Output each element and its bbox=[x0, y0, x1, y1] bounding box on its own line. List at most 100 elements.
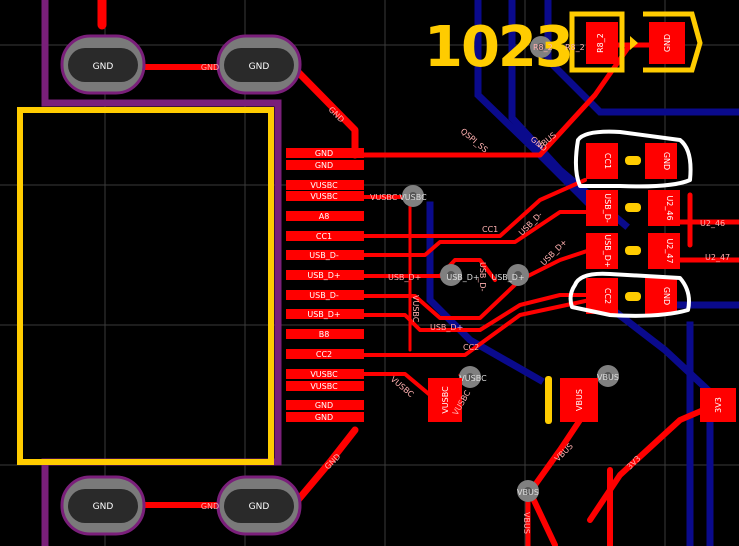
connector-pin[interactable]: VUSBC bbox=[286, 381, 364, 391]
svg-text:GND: GND bbox=[201, 63, 219, 72]
connector-pin-label: VUSBC bbox=[310, 181, 338, 190]
svg-text:U2_46: U2_46 bbox=[700, 219, 725, 228]
svg-text:U2_47: U2_47 bbox=[705, 253, 730, 262]
connector-pin-label: B8 bbox=[319, 330, 330, 339]
pad-label: 3V3 bbox=[714, 397, 723, 413]
smd-pad[interactable]: R8_2 bbox=[586, 22, 618, 64]
via[interactable]: VUSBC bbox=[399, 185, 427, 207]
connector-pin-pad[interactable] bbox=[286, 180, 364, 190]
connector-pin-pad[interactable] bbox=[286, 381, 364, 391]
mounting-pad[interactable]: GND bbox=[216, 34, 302, 95]
connector-pin[interactable]: CC1 bbox=[286, 231, 364, 241]
svg-text:R8_2: R8_2 bbox=[565, 43, 585, 52]
via-label: USB_D+ bbox=[491, 273, 524, 282]
connector-pin-pad[interactable] bbox=[286, 369, 364, 379]
via[interactable] bbox=[440, 264, 462, 286]
mounting-pad[interactable]: GND bbox=[60, 475, 146, 536]
connector-pin[interactable]: GND bbox=[286, 412, 364, 422]
board-title: 1023 bbox=[424, 15, 572, 80]
via-label: VUSBC bbox=[459, 374, 487, 383]
connector-pin-pad[interactable] bbox=[286, 329, 364, 339]
connector-pin[interactable]: VUSBC bbox=[286, 191, 364, 201]
smd-pad[interactable]: GND bbox=[649, 22, 685, 64]
smd-pad[interactable]: USB_D+ bbox=[586, 233, 618, 269]
connector-pin[interactable]: VUSBC bbox=[286, 180, 364, 190]
trace-labels: GND GND GND GND VUSBC CC1 CC2 USB_D+ USB… bbox=[201, 43, 730, 534]
pad-label: U2_47 bbox=[665, 238, 674, 263]
pad-label: GND bbox=[662, 287, 671, 305]
connector-pin-pad[interactable] bbox=[286, 349, 364, 359]
via[interactable]: VBUS bbox=[597, 365, 619, 387]
mounting-pad[interactable]: GND bbox=[216, 475, 302, 536]
connector-pin-pad[interactable] bbox=[286, 270, 364, 280]
connector-pin-label: CC1 bbox=[316, 232, 332, 241]
connector-pin-pad[interactable] bbox=[286, 400, 364, 410]
connector-pin-label: USB_D+ bbox=[307, 310, 340, 319]
via-label: VBUS bbox=[597, 373, 619, 382]
svg-text:CC1: CC1 bbox=[482, 225, 498, 234]
connector-pin-pad[interactable] bbox=[286, 148, 364, 158]
connector-pin-label: GND bbox=[315, 161, 333, 170]
connector-pin-pad[interactable] bbox=[286, 211, 364, 221]
connector-pin-label: VUSBC bbox=[310, 370, 338, 379]
connector-pin-label: CC2 bbox=[316, 350, 332, 359]
mounting-pad-label: GND bbox=[93, 502, 114, 512]
pad-label: VBUS bbox=[575, 389, 584, 411]
mounting-pad[interactable]: GND bbox=[60, 34, 146, 95]
connector-pin[interactable]: USB_D+ bbox=[286, 270, 364, 280]
connector-pin-label: GND bbox=[315, 401, 333, 410]
connector-pin-pad[interactable] bbox=[286, 412, 364, 422]
connector-pin-pad[interactable] bbox=[286, 250, 364, 260]
smd-pad[interactable]: U2_47 bbox=[648, 233, 680, 269]
svg-text:VBUS: VBUS bbox=[522, 512, 531, 534]
mounting-pad-label: GND bbox=[93, 62, 114, 72]
pad-label: R8_2 bbox=[596, 33, 605, 53]
connector-pin-label: USB_D+ bbox=[307, 271, 340, 280]
connector-pin-pad[interactable] bbox=[286, 309, 364, 319]
connector-pin[interactable]: GND bbox=[286, 148, 364, 158]
smd-pad[interactable]: GND bbox=[645, 278, 677, 314]
connector-pin-pad[interactable] bbox=[286, 191, 364, 201]
smd-pad[interactable]: VUSBC bbox=[428, 378, 462, 422]
via[interactable] bbox=[507, 264, 529, 286]
connector-pin-pad[interactable] bbox=[286, 290, 364, 300]
svg-text:GND: GND bbox=[201, 502, 219, 511]
smd-pad[interactable]: VBUS bbox=[560, 378, 598, 422]
via[interactable] bbox=[530, 36, 552, 58]
connector-pin[interactable]: GND bbox=[286, 160, 364, 170]
connector-pin[interactable]: USB_D- bbox=[286, 290, 364, 300]
silkscreen-marks bbox=[545, 11, 703, 424]
via-label: VBUS bbox=[517, 488, 539, 497]
connector-pin[interactable]: VUSBC bbox=[286, 369, 364, 379]
smd-pad[interactable]: GND bbox=[645, 143, 677, 179]
connector-pin-pad[interactable] bbox=[286, 231, 364, 241]
connector-pin[interactable]: GND bbox=[286, 400, 364, 410]
connector-pin-pad[interactable] bbox=[286, 160, 364, 170]
top-layer-traces bbox=[97, 0, 739, 546]
connector-pin-label: GND bbox=[315, 149, 333, 158]
annotation-outlines bbox=[568, 129, 693, 318]
connector-pin[interactable]: CC2 bbox=[286, 349, 364, 359]
connector-pin[interactable]: USB_D+ bbox=[286, 309, 364, 319]
pad-label: CC1 bbox=[603, 153, 612, 169]
connector-pin[interactable]: USB_D- bbox=[286, 250, 364, 260]
pad-label: CC2 bbox=[603, 288, 612, 304]
connector-pin[interactable]: B8 bbox=[286, 329, 364, 339]
mounting-pad-label: GND bbox=[249, 62, 270, 72]
connector-pin-label: VUSBC bbox=[310, 382, 338, 391]
smd-pad[interactable]: CC2 bbox=[586, 278, 618, 314]
via[interactable] bbox=[459, 366, 481, 388]
smd-pad[interactable]: U2_46 bbox=[648, 190, 680, 226]
smd-pad[interactable]: USB_D- bbox=[586, 190, 618, 226]
connector-pin-label: A8 bbox=[319, 212, 330, 221]
connector-pin[interactable]: A8 bbox=[286, 211, 364, 221]
smd-pad[interactable]: 3V3 bbox=[700, 388, 736, 422]
via[interactable]: VBUS bbox=[517, 480, 539, 502]
keepout-outline bbox=[41, 0, 282, 546]
connector-pin-label: VUSBC bbox=[310, 192, 338, 201]
smd-pad[interactable]: CC1 bbox=[586, 143, 618, 179]
connector-outline bbox=[17, 107, 274, 465]
svg-text:CC2: CC2 bbox=[463, 343, 479, 352]
